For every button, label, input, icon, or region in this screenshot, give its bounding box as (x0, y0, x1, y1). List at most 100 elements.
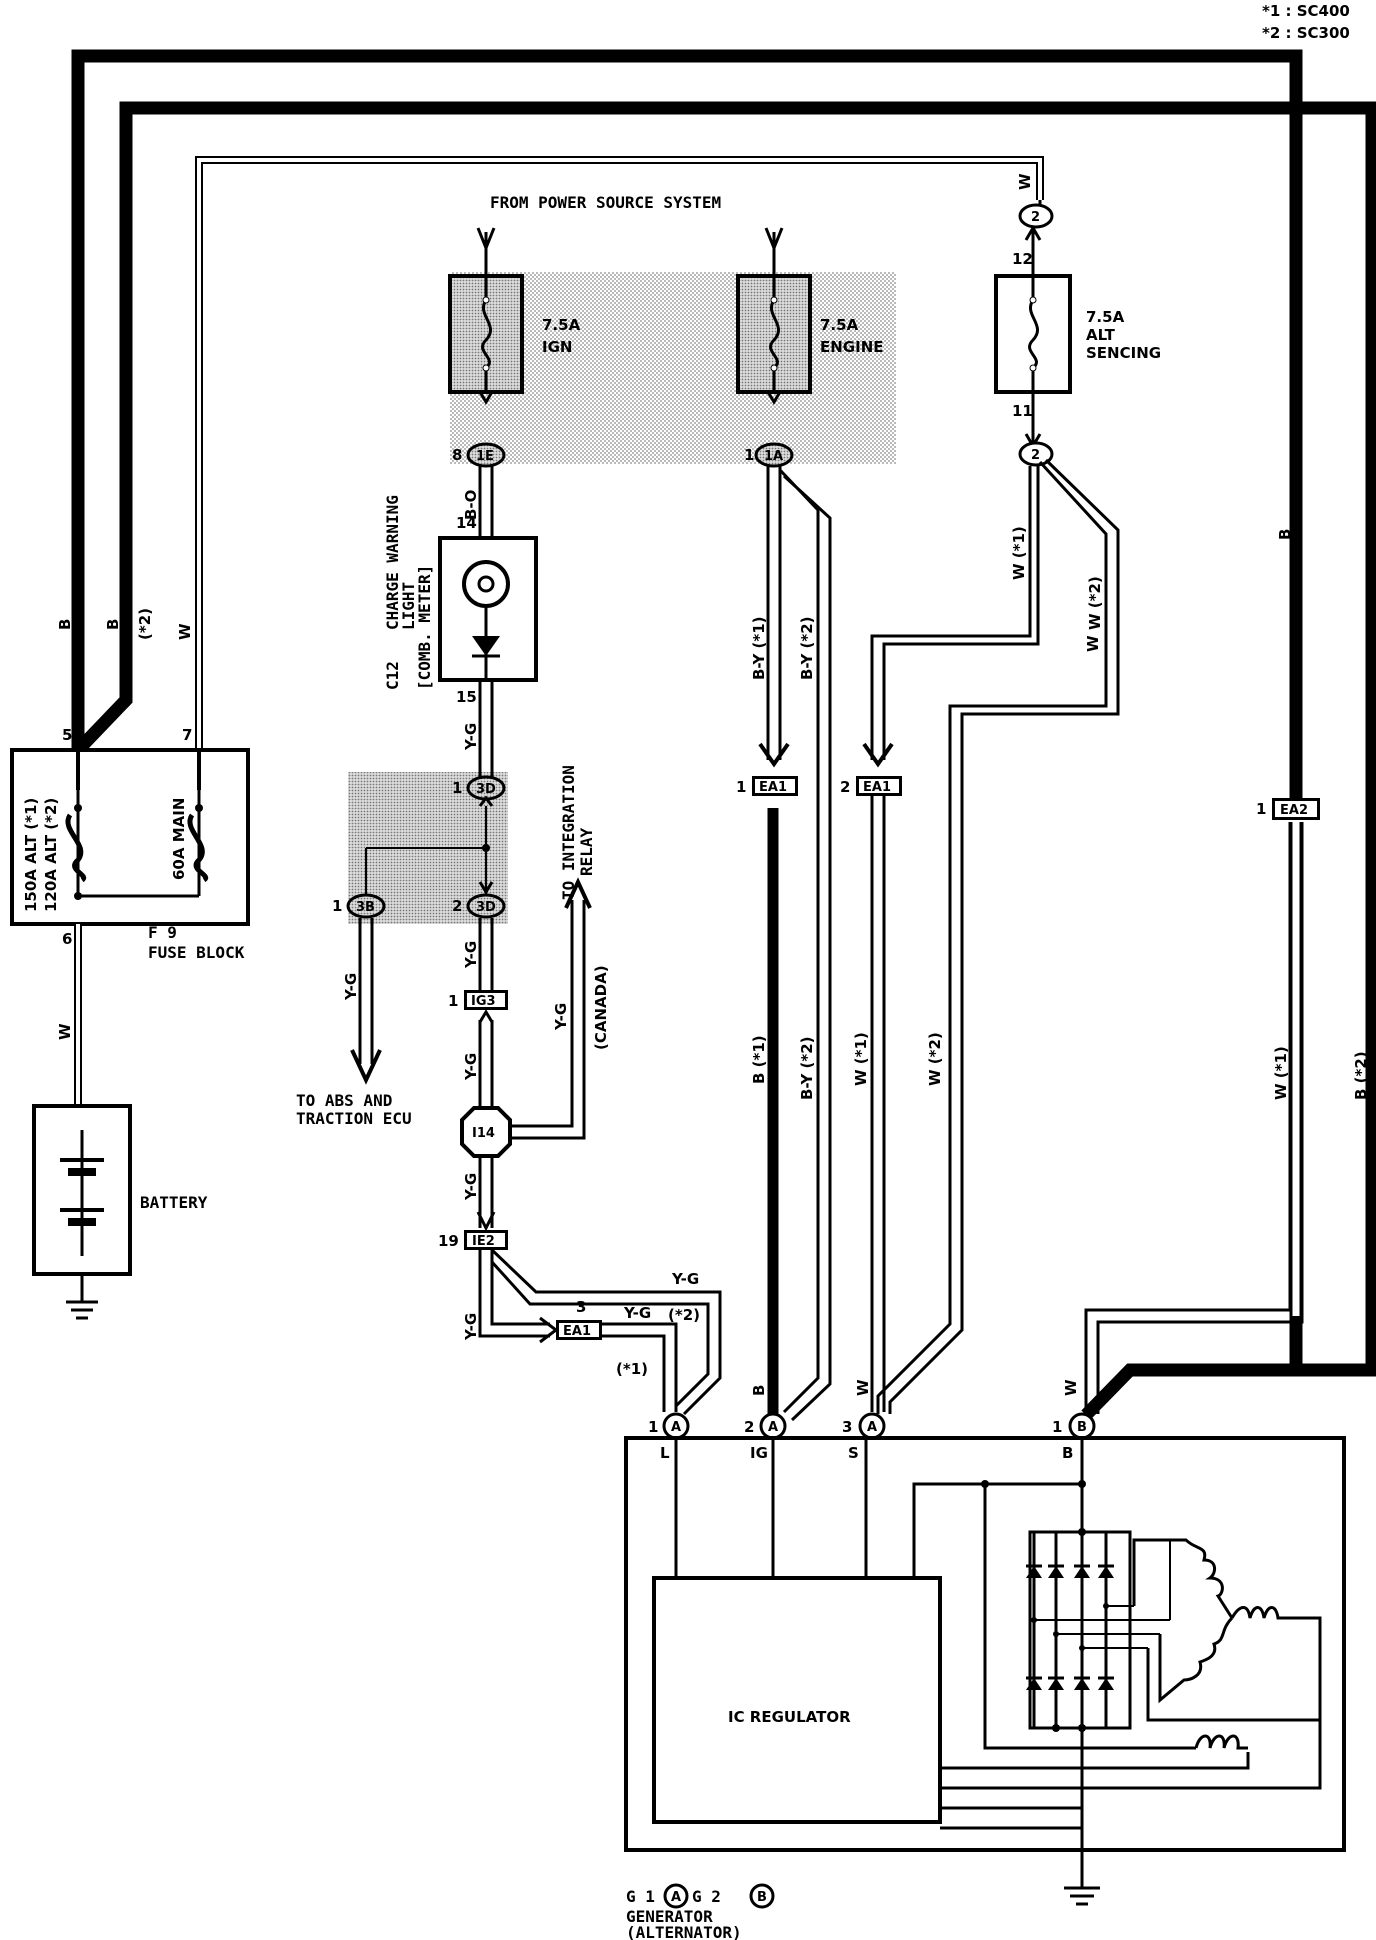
pin-3d-2: 2 (452, 897, 462, 915)
pin-6: 6 (62, 930, 72, 948)
engine-fuse-name: ENGINE (820, 338, 884, 356)
wire-label-b2-right: B (*2) (1352, 1051, 1370, 1100)
connector-2-bottom: 2 (1018, 441, 1054, 467)
wire-label-w-s: W (854, 1379, 872, 1396)
abs-destination-1: TO ABS AND (296, 1091, 392, 1110)
term-b: B (1062, 1444, 1073, 1462)
svg-text:B: B (1077, 1420, 1087, 1435)
alt-fuse-name2: SENCING (1086, 344, 1161, 362)
wire-label-yg-abs: Y-G (342, 973, 360, 1001)
generator-id2: G 2 (692, 1887, 721, 1906)
generator-id: G 1 (626, 1887, 655, 1906)
generator-connector-a2: A (759, 1412, 787, 1440)
svg-text:1E: 1E (476, 449, 494, 464)
relay-block-shade (450, 272, 896, 464)
wire-label-w2-lower: W (*2) (926, 1032, 944, 1086)
ign-fuse-name: IGN (542, 338, 572, 356)
wire-label-yg-4: Y-G (462, 1173, 480, 1201)
wire-label-s2: (*2) (136, 608, 154, 640)
generator-connector-b1: B (1068, 1412, 1096, 1440)
wire-label-yg-5: Y-G (462, 1313, 480, 1341)
connector-ie2: IE2 (464, 1230, 508, 1250)
pin-ea1-2: 2 (840, 778, 850, 796)
generator-name: GENERATOR (626, 1907, 713, 1926)
generator: L IG S B IC REGULATOR (624, 1436, 1346, 1906)
gen-pin-3: 3 (842, 1418, 852, 1436)
wire-label-b2: B (104, 619, 122, 630)
pin-1a: 1 (744, 446, 754, 464)
pin-3b: 1 (332, 897, 342, 915)
wire-label-w: W (176, 623, 194, 640)
wire-label-w-right: W (1084, 635, 1102, 652)
gen-pin-1: 1 (648, 1418, 658, 1436)
svg-text:A: A (768, 1420, 778, 1435)
main-fuse-label: 60A MAIN (170, 798, 188, 880)
svg-text:B: B (757, 1890, 767, 1905)
wire-label-by2: B-Y (*2) (798, 616, 816, 680)
svg-text:EA1: EA1 (563, 1324, 591, 1339)
svg-text:1A: 1A (764, 449, 783, 464)
svg-text:IE2: IE2 (472, 1234, 495, 1249)
wire-label-w1-lower: W (*1) (852, 1032, 870, 1086)
connector-ea1-2: EA1 (856, 776, 902, 796)
svg-text:EA1: EA1 (863, 780, 891, 795)
svg-text:3D: 3D (476, 782, 496, 797)
abs-destination-2: TRACTION ECU (296, 1109, 412, 1128)
svg-text:2: 2 (1031, 448, 1040, 463)
connector-2-top: 2 (1018, 203, 1054, 229)
generator-circ-a: A (663, 1883, 689, 1909)
pin-ea2: 1 (1256, 800, 1266, 818)
fuse-engine: 7.5A ENGINE (736, 274, 884, 394)
wire-label-yg-6: Y-G (623, 1304, 651, 1322)
wire-label-w-battery: W (56, 1023, 74, 1040)
battery: BATTERY (32, 1104, 208, 1320)
canada-label: (CANADA) (592, 965, 610, 1050)
pin-ea1-3: 3 (576, 1298, 586, 1316)
connector-1e: 1E (466, 442, 506, 468)
connector-3d-2: 3D (466, 893, 506, 919)
svg-text:2: 2 (1031, 210, 1040, 225)
svg-text:A: A (867, 1420, 877, 1435)
integration-destination-2: RELAY (577, 827, 596, 876)
svg-text:EA1: EA1 (759, 780, 787, 795)
engine-fuse-rating: 7.5A (820, 316, 859, 334)
alt-fuse-label-1: 150A ALT (*1) (22, 798, 40, 912)
wire-label-w1: W (*1) (1010, 526, 1028, 580)
pin-12: 12 (1012, 250, 1033, 268)
term-ig: IG (750, 1444, 768, 1462)
svg-text:3D: 3D (476, 900, 496, 915)
ign-fuse-rating: 7.5A (542, 316, 581, 334)
svg-text:I14: I14 (472, 1126, 495, 1141)
svg-text:IG3: IG3 (471, 994, 496, 1009)
meter-line3: [COMB. METER] (415, 565, 434, 690)
pin-7: 7 (182, 726, 192, 744)
wire-label-b1: B (*1) (750, 1035, 768, 1084)
wire-label-by2-lower: B-Y (*2) (798, 1036, 816, 1100)
wire-label-by1: B-Y (*1) (750, 616, 768, 680)
w-sense-wire (195, 156, 1044, 748)
wire-label-s2-ie2: (*2) (668, 1306, 700, 1324)
wire-label-yg-3: Y-G (462, 1053, 480, 1081)
pin-15: 15 (456, 688, 477, 706)
wire-label-b-ig: B (750, 1385, 768, 1396)
generator-circ-b: B (749, 1883, 775, 1909)
pin-ig3: 1 (448, 992, 458, 1010)
alt-fuse-rating: 7.5A (1086, 308, 1125, 326)
connector-ea1-3: EA1 (556, 1320, 602, 1340)
pin-5: 5 (62, 726, 72, 744)
wire-label-yg-canada: Y-G (552, 1003, 570, 1031)
connector-ea1-1: EA1 (752, 776, 798, 796)
meter-line2: LIGHT (399, 582, 418, 630)
meter-line1: CHARGE WARNING (383, 495, 402, 630)
wire-label-w2: W (*2) (1086, 576, 1104, 630)
junction-i14: I14 (460, 1106, 512, 1158)
fuse-block-id: F 9 (148, 923, 177, 942)
note-sc300: *2 : SC300 (1262, 24, 1350, 42)
wire-label-w-b: W (1062, 1379, 1080, 1396)
charge-warning-light: C12 CHARGE WARNING LIGHT [COMB. METER] (383, 495, 538, 690)
wire-label-w-top: W (1016, 173, 1034, 190)
generator-connector-a1: A (662, 1412, 690, 1440)
svg-text:A: A (671, 1420, 681, 1435)
svg-text:EA2: EA2 (1280, 803, 1308, 818)
power-source-label: FROM POWER SOURCE SYSTEM (490, 193, 721, 212)
